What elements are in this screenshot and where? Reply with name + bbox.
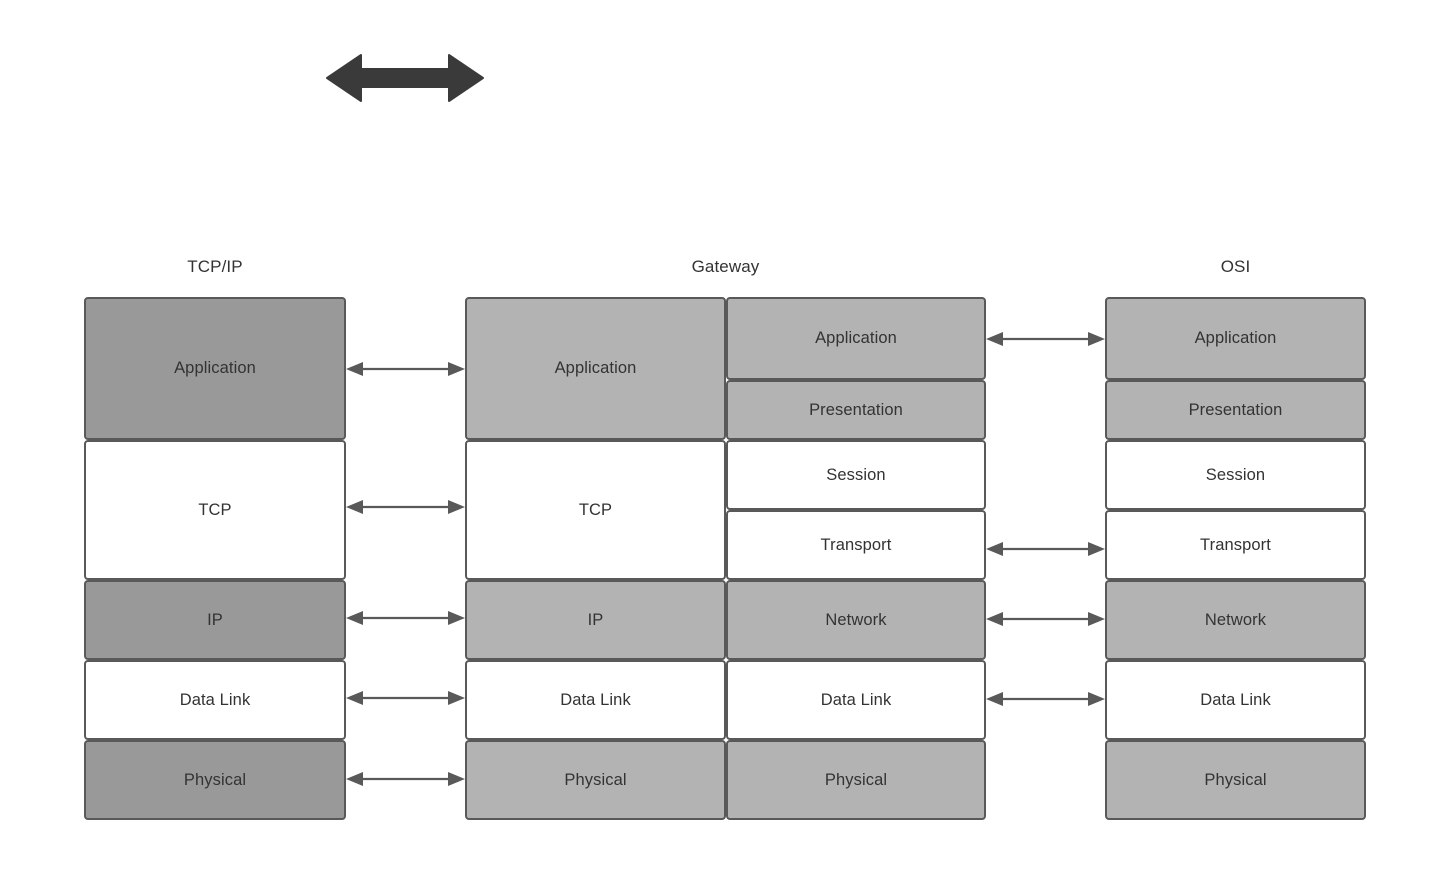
layer-tcpip-ip[interactable]: IP [84, 580, 346, 660]
connector-tcpip-data-link [346, 688, 465, 708]
connector-osi-data-link [986, 689, 1105, 709]
layer-gateway-left-tcp[interactable]: TCP [465, 440, 726, 580]
connector-tcpip-physical [346, 769, 465, 789]
double-headed-arrow-icon [325, 50, 485, 106]
layer-osi-transport[interactable]: Transport [1105, 510, 1366, 580]
connector-tcpip-tcp [346, 497, 465, 517]
layer-gateway-right-transport[interactable]: Transport [726, 510, 986, 580]
layer-osi-application[interactable]: Application [1105, 297, 1366, 380]
layer-tcpip-data-link[interactable]: Data Link [84, 660, 346, 740]
connector-osi-application [986, 329, 1105, 349]
column-caption-osi: OSI [1220, 257, 1251, 276]
layer-tcpip-physical[interactable]: Physical [84, 740, 346, 820]
layer-osi-physical[interactable]: Physical [1105, 740, 1366, 820]
layer-osi-network[interactable]: Network [1105, 580, 1366, 660]
layer-gateway-left-data-link[interactable]: Data Link [465, 660, 726, 740]
layer-gateway-right-network[interactable]: Network [726, 580, 986, 660]
connector-osi-transport [986, 539, 1105, 559]
layer-gateway-right-application[interactable]: Application [726, 297, 986, 380]
layer-osi-presentation[interactable]: Presentation [1105, 380, 1366, 440]
stack-osi: Application Presentation Session Transpo… [1105, 297, 1366, 820]
layer-gateway-right-presentation[interactable]: Presentation [726, 380, 986, 440]
layer-gateway-right-data-link[interactable]: Data Link [726, 660, 986, 740]
layer-gateway-left-physical[interactable]: Physical [465, 740, 726, 820]
layer-osi-data-link[interactable]: Data Link [1105, 660, 1366, 740]
column-caption-tcpip: TCP/IP [187, 257, 243, 276]
stack-tcpip: Application TCP IP Data Link Physical [84, 297, 346, 820]
stack-gateway-left: Application TCP IP Data Link Physical [465, 297, 726, 820]
layer-gateway-left-ip[interactable]: IP [465, 580, 726, 660]
layer-gateway-left-application[interactable]: Application [465, 297, 726, 440]
stack-gateway-right: Application Presentation Session Transpo… [726, 297, 986, 820]
layer-gateway-right-session[interactable]: Session [726, 440, 986, 510]
connector-tcpip-application [346, 359, 465, 379]
layer-tcpip-application[interactable]: Application [84, 297, 346, 440]
layer-tcpip-tcp[interactable]: TCP [84, 440, 346, 580]
column-caption-gateway: Gateway [691, 257, 760, 276]
layer-gateway-right-physical[interactable]: Physical [726, 740, 986, 820]
connector-tcpip-ip [346, 608, 465, 628]
layer-osi-session[interactable]: Session [1105, 440, 1366, 510]
connector-osi-network [986, 609, 1105, 629]
